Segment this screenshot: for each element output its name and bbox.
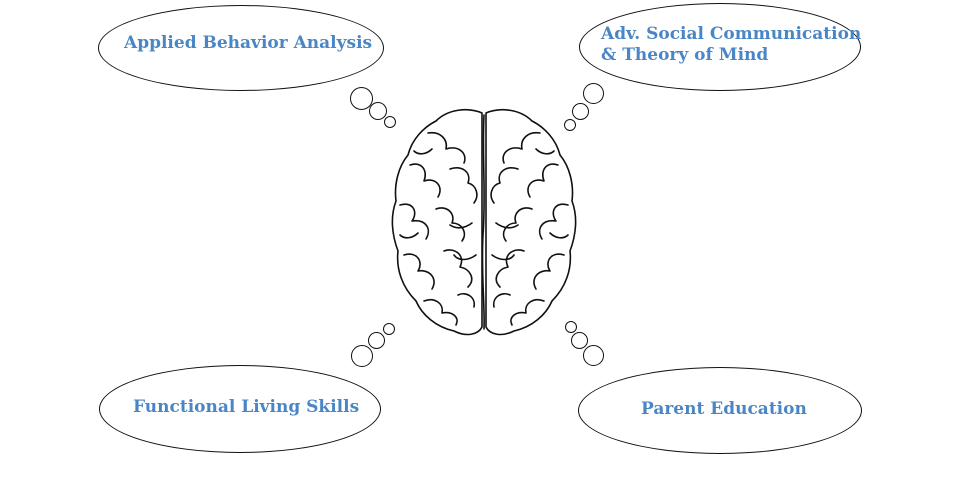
label-parent-education: Parent Education xyxy=(641,399,807,419)
label-social-communication-line1: Adv. Social Communication xyxy=(601,24,862,44)
label-applied-behavior-analysis: Applied Behavior Analysis xyxy=(124,33,373,53)
thought-dot-medium xyxy=(572,103,589,120)
thought-dot-large xyxy=(583,83,604,104)
brain-icon xyxy=(391,108,577,336)
thought-dot-small xyxy=(384,116,396,128)
label-social-communication-line2: & Theory of Mind xyxy=(601,45,769,65)
thought-dot-medium xyxy=(369,102,387,120)
thought-dot-medium xyxy=(571,332,588,349)
thought-dot-large xyxy=(351,345,373,367)
thought-bubble-social-communication xyxy=(579,3,861,91)
thought-bubble-functional-living-skills xyxy=(99,365,381,453)
thought-dot-small xyxy=(565,321,577,333)
thought-dot-large xyxy=(583,345,604,366)
thought-bubble-parent-education xyxy=(578,367,862,454)
thought-dot-small xyxy=(564,119,576,131)
thought-bubble-applied-behavior-analysis xyxy=(98,5,384,91)
thought-dot-small xyxy=(383,323,395,335)
thought-dot-large xyxy=(350,87,373,110)
label-functional-living-skills: Functional Living Skills xyxy=(133,397,360,417)
thought-dot-medium xyxy=(368,332,385,349)
